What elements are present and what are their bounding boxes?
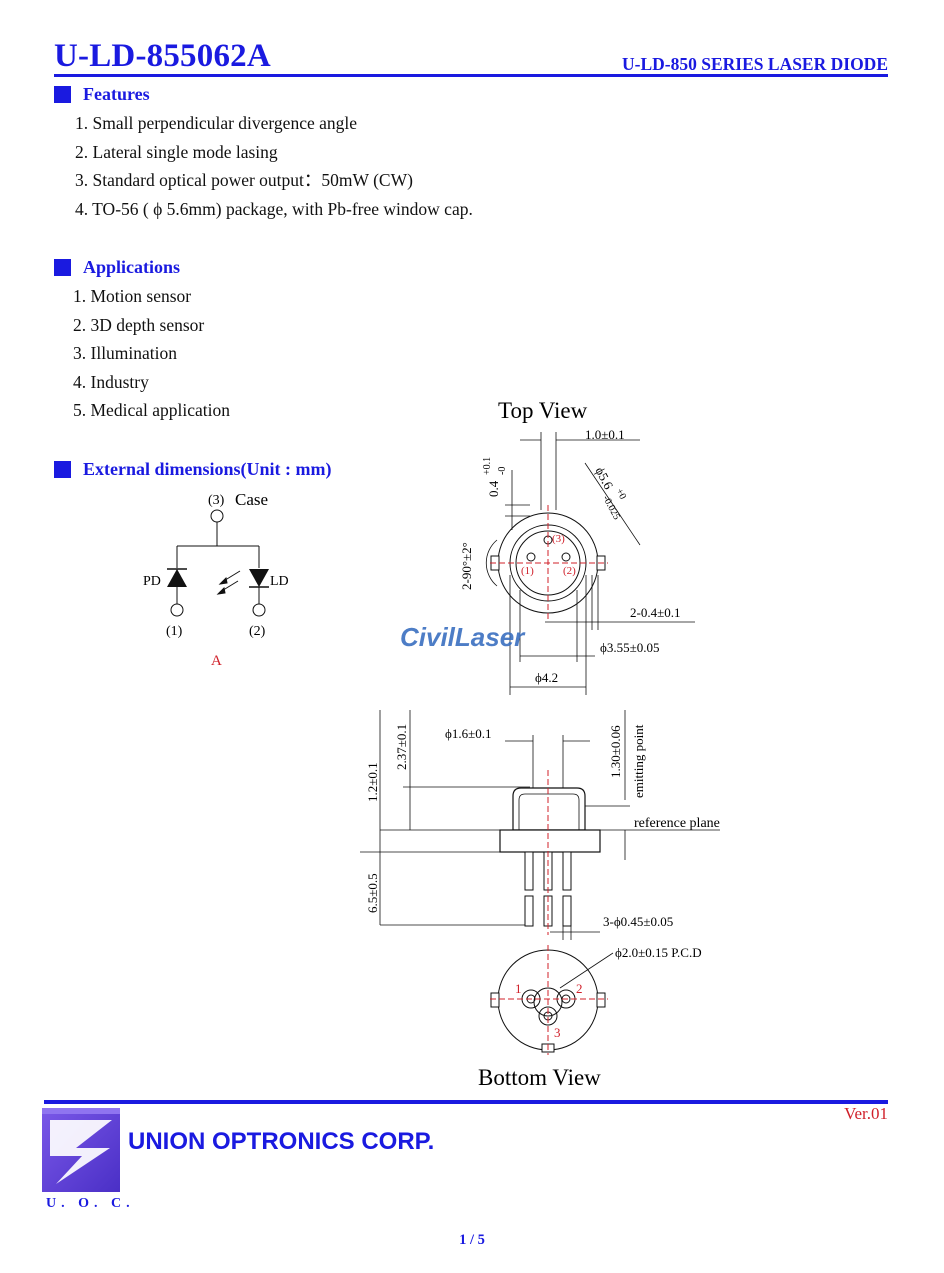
series-title: U-LD-850 SERIES LASER DIODE: [622, 54, 888, 74]
pin1-label: (1): [166, 624, 183, 639]
list-item: 3. Illumination: [73, 343, 178, 364]
company-abbrev: U. O. C.: [46, 1196, 135, 1211]
applications-heading-text: Applications: [83, 257, 181, 277]
dim-top-minus: -0: [497, 467, 508, 475]
bullet-square-icon: [54, 86, 71, 103]
features-heading-text: Features: [83, 84, 150, 104]
dimensions-heading: External dimensions(Unit : mm): [54, 459, 332, 480]
photodiode-symbol: [167, 569, 187, 587]
bottom-pin3-label: 3: [554, 1025, 561, 1040]
footer-rule: [44, 1100, 888, 1104]
dim-top-base: 0.4: [486, 480, 501, 497]
bottom-pin1-label: 1: [515, 981, 522, 996]
dim-top-plus: +0.1: [482, 457, 493, 475]
list-item: 2. Lateral single mode lasing: [75, 141, 278, 162]
dimension-drawing: Top View (3) (1) (2): [360, 398, 720, 1090]
list-item: 5. Medical application: [73, 400, 230, 421]
bullet-square-icon: [54, 461, 71, 478]
document-title: U-LD-855062A: [54, 38, 271, 74]
reference-plane-label: reference plane: [634, 816, 720, 831]
features-heading: Features: [54, 84, 150, 105]
list-item: 4. TO-56 ( ϕ 5.6mm) package, with Pb-fre…: [75, 198, 473, 219]
ld-label: LD: [270, 574, 289, 589]
pin-circuit-diagram: (3) Case PD LD (1) (2) A: [143, 490, 289, 669]
dim-diameter-plus: +0: [613, 487, 628, 502]
company-name: UNION OPTRONICS CORP.: [128, 1128, 435, 1155]
pin2-label: (2): [249, 624, 266, 639]
applications-list: 1. Motion sensor 2. 3D depth sensor 3. I…: [73, 282, 230, 425]
dim-angle: 2-90°±2°: [459, 542, 474, 590]
version-label: Ver.01: [844, 1104, 888, 1123]
top-pin3-label: (3): [552, 533, 565, 545]
dim-notch: 2-0.4±0.1: [630, 605, 680, 620]
dim-diameter-base: ϕ5.6: [592, 464, 616, 492]
dim-237: 2.37±0.1: [394, 724, 409, 770]
top-pin2-label: (2): [563, 565, 576, 577]
dim-65: 6.5±0.5: [365, 873, 380, 913]
list-item: 1. Motion sensor: [73, 286, 192, 306]
top-pin1-label: (1): [521, 565, 534, 577]
uoc-logo-icon: [42, 1108, 120, 1192]
package-flange: [499, 829, 601, 853]
dim-42: ϕ4.2: [535, 670, 558, 685]
dim-width: 1.0±0.1: [585, 427, 625, 442]
list-item: 1. Small perpendicular divergence angle: [75, 113, 357, 133]
bottom-pin2-label: 2: [576, 981, 583, 996]
package-cap: [512, 787, 586, 831]
applications-heading: Applications: [54, 257, 180, 278]
laser-diode-symbol: [249, 569, 269, 587]
emitting-point-label: emitting point: [631, 724, 646, 798]
header-rule: [54, 74, 888, 77]
pin1-circle: [170, 603, 184, 617]
case-pin-circle: [210, 509, 224, 523]
list-item: 3. Standard optical power output：50mW (C…: [75, 170, 413, 191]
top-view-label: Top View: [498, 398, 588, 423]
watermark-logo: CivilLaser: [400, 622, 526, 652]
pd-label: PD: [143, 574, 161, 589]
dim-355: ϕ3.55±0.05: [600, 640, 659, 655]
pin-type-label: A: [211, 653, 222, 669]
case-label: Case: [235, 490, 268, 509]
dimensions-heading-text: External dimensions(Unit : mm): [83, 459, 332, 479]
page-number: 1 / 5: [459, 1232, 485, 1248]
list-item: 2. 3D depth sensor: [73, 314, 205, 335]
light-arrows-icon: [216, 570, 241, 595]
dim-pins: 3-ϕ0.45±0.05: [603, 914, 673, 929]
dim-16: ϕ1.6±0.1: [445, 726, 491, 741]
bullet-square-icon: [54, 259, 71, 276]
list-item: 4. Industry: [73, 371, 149, 392]
case-pin-number: (3): [208, 493, 225, 508]
bottom-view-label: Bottom View: [478, 1065, 601, 1090]
features-list: 1. Small perpendicular divergence angle …: [75, 109, 473, 223]
dim-12: 1.2±0.1: [365, 762, 380, 802]
pin2-circle: [252, 603, 266, 617]
dim-130: 1.30±0.06: [608, 725, 623, 778]
dim-pcd: ϕ2.0±0.15 P.C.D: [615, 945, 702, 960]
